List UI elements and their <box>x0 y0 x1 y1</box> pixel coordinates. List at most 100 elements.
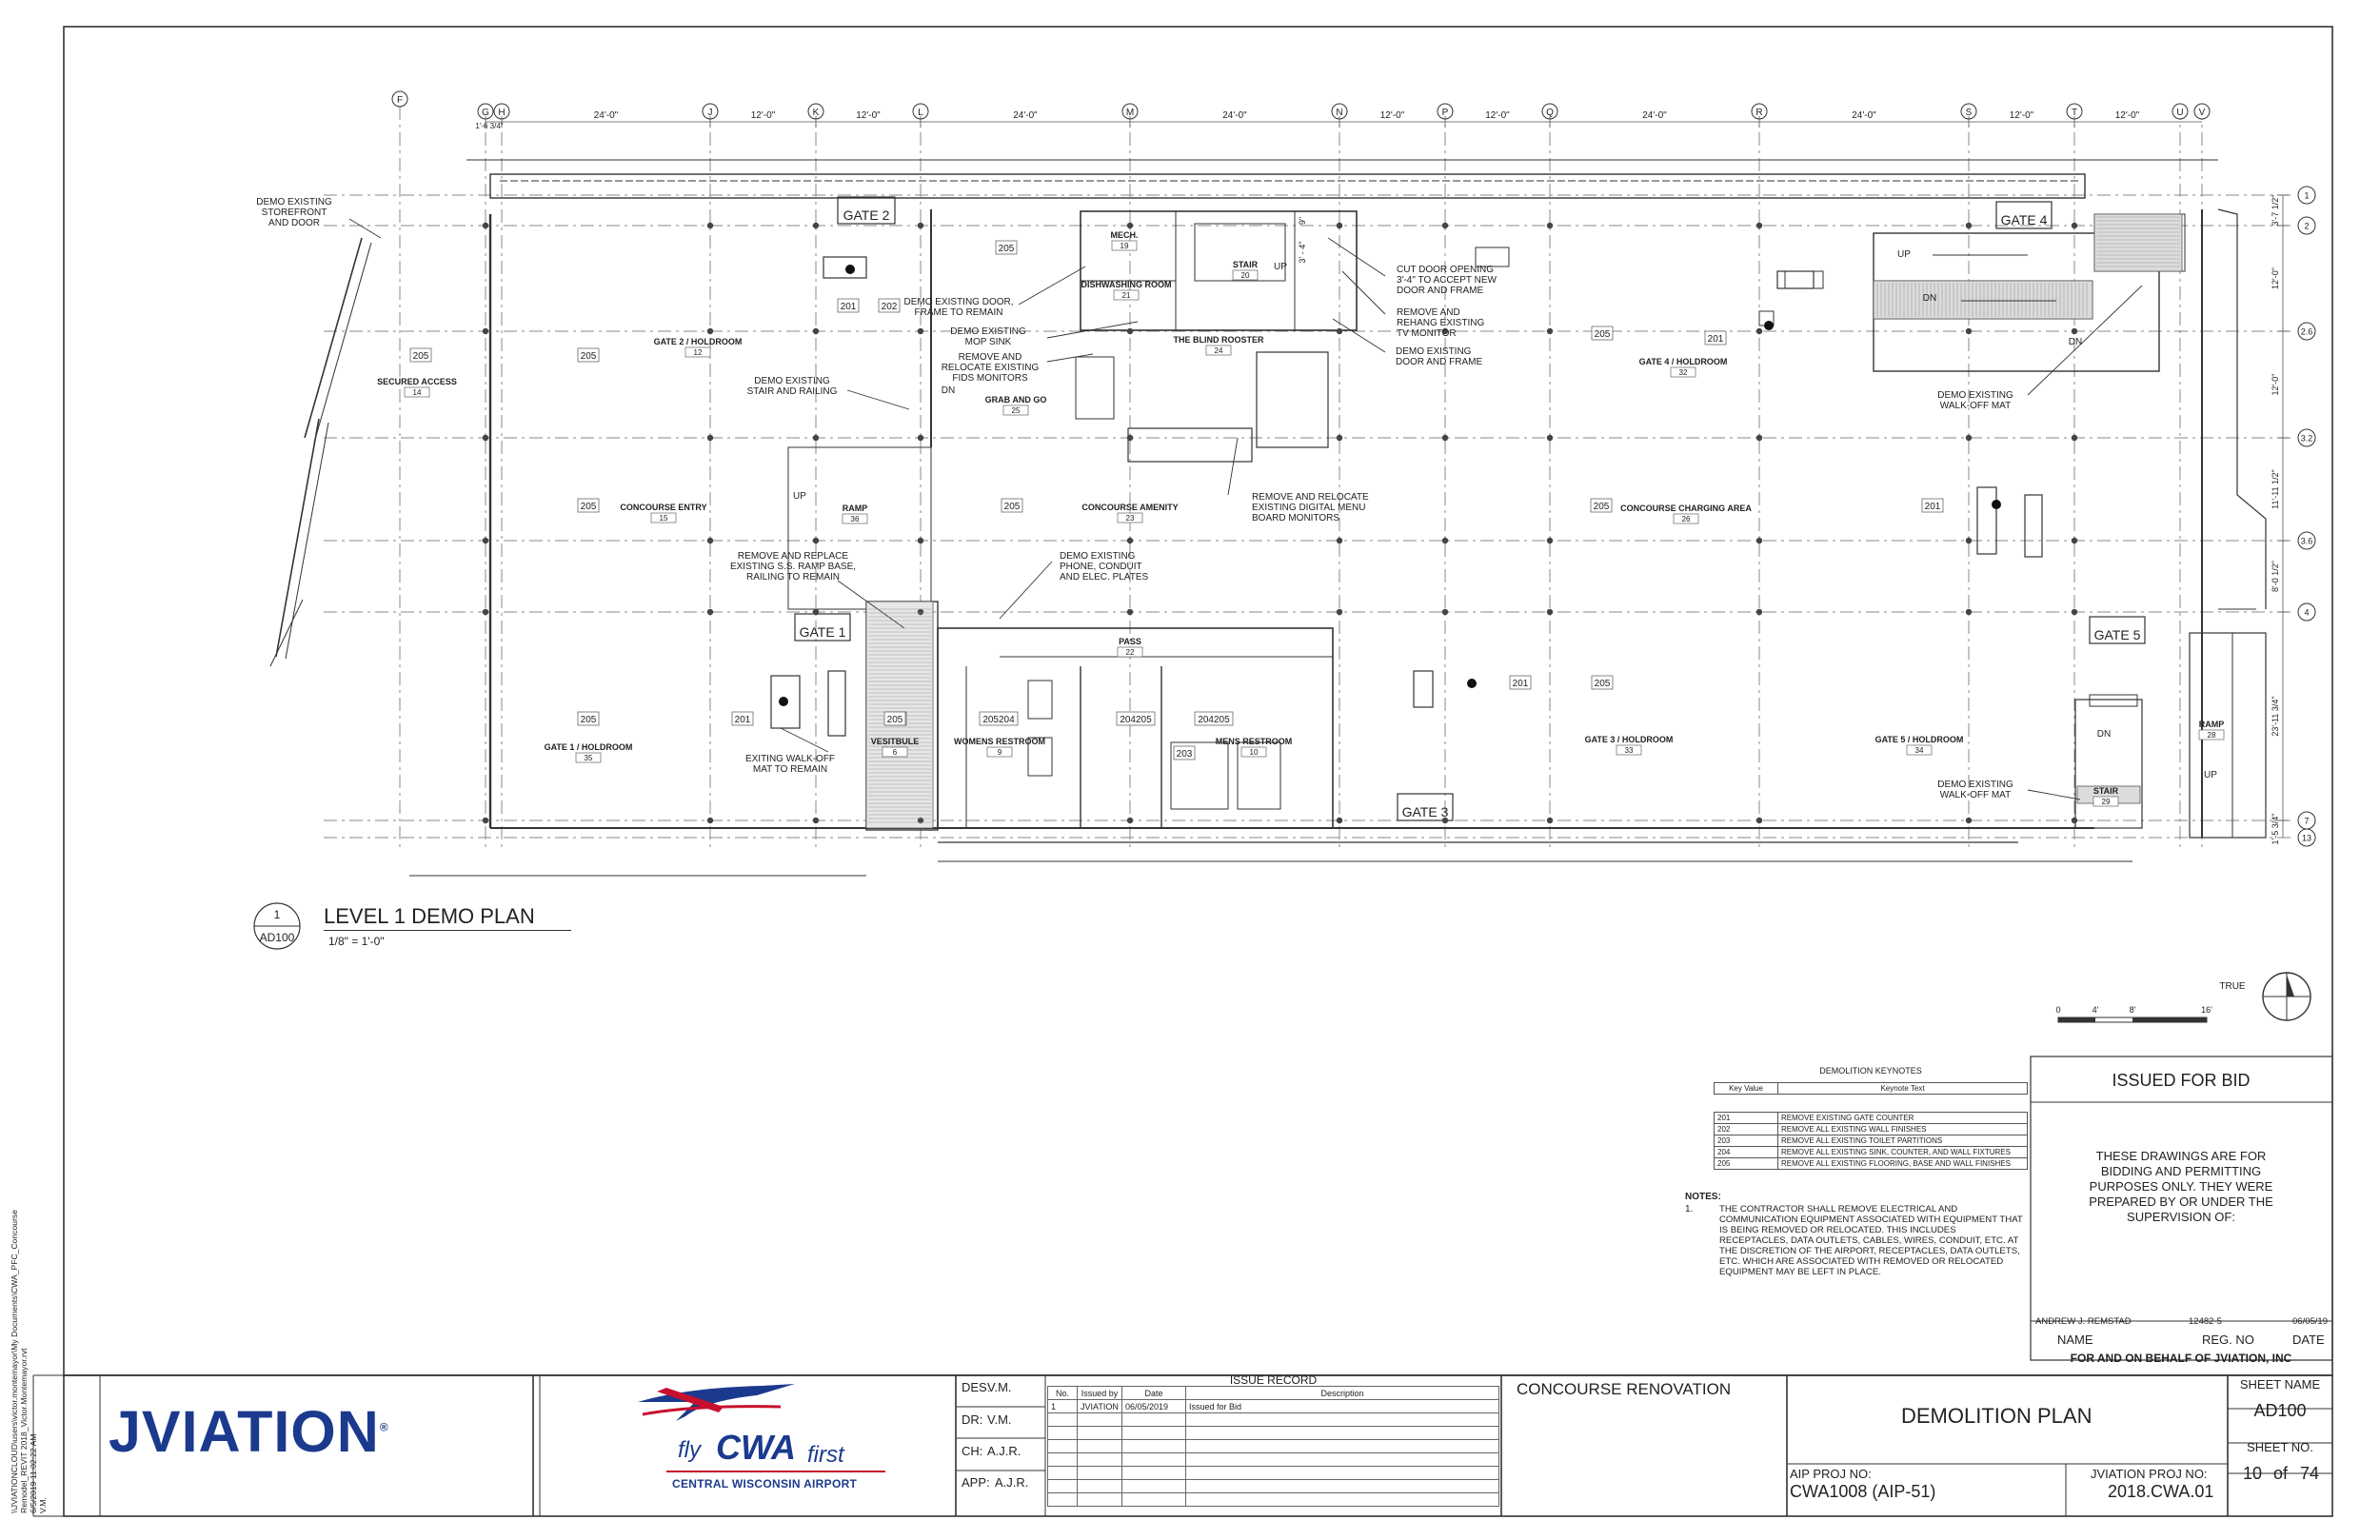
issue-empty-cell <box>1121 1466 1186 1480</box>
keynote-text: REMOVE ALL EXISTING FLOORING, BASE AND W… <box>1777 1157 2028 1170</box>
issue-header-no: No. <box>1047 1386 1078 1400</box>
room-number: 36 <box>851 515 860 523</box>
issue-empty-cell <box>1047 1439 1078 1453</box>
grid-col-label: J <box>708 108 713 118</box>
grid-col-label: P <box>1442 108 1449 118</box>
scale-bar-tick: 4' <box>2092 1005 2099 1015</box>
annotation-text: DEMO EXISTING <box>1396 346 1472 357</box>
view-number: 1 <box>273 908 281 921</box>
structural-column <box>1965 434 1973 442</box>
aip-label: AIP PROJ NO: <box>1790 1467 1872 1481</box>
issue-record-title: ISSUE RECORD <box>1229 1373 1318 1387</box>
structural-column <box>1441 222 1449 229</box>
structural-column <box>2071 817 2078 824</box>
demo-target-marker <box>1467 679 1477 688</box>
view-title: LEVEL 1 DEMO PLAN <box>324 904 535 928</box>
grid-col-label: L <box>918 108 923 118</box>
annotation-text: EXISTING DIGITAL MENU <box>1252 503 1365 513</box>
scale-bar-tick: 0 <box>2055 1005 2060 1015</box>
sheet-name-label: SHEET NAME <box>2239 1377 2321 1392</box>
structural-column <box>1546 608 1554 616</box>
room-name: SECURED ACCESS <box>377 377 457 386</box>
structural-column <box>2071 327 2078 335</box>
annotation-text: REHANG EXISTING <box>1397 318 1484 328</box>
signoff-label: DES: <box>962 1380 991 1394</box>
flow-direction-label: UP <box>793 491 806 502</box>
structural-column <box>812 817 820 824</box>
issue-empty-cell <box>1047 1492 1078 1507</box>
grid-row-dimension: 3'-7 1/2" <box>2271 195 2280 227</box>
keynote-tag-box <box>577 498 600 513</box>
issue-empty-cell <box>1121 1479 1186 1493</box>
grid-row-dimension: 12'-0" <box>2271 267 2280 289</box>
grid-row-label: 3.2 <box>2301 434 2313 444</box>
issue-empty-cell <box>1047 1426 1078 1440</box>
room-name: GATE 4 / HOLDROOM <box>1639 357 1728 366</box>
room-number-box <box>1117 646 1143 658</box>
room-name: THE BLIND ROOSTER <box>1173 335 1264 345</box>
keynote-tag-box <box>1173 745 1196 760</box>
issue-empty-cell <box>1077 1479 1122 1493</box>
issue-empty-cell <box>1121 1439 1186 1453</box>
flow-direction-label: UP <box>2204 770 2217 780</box>
grid-row-label: 1 <box>2304 191 2309 201</box>
grid-col-dimension: 24'-0" <box>1642 110 1667 121</box>
room-number: 12 <box>694 348 703 357</box>
structural-column <box>482 608 489 616</box>
grid-col-label: Q <box>1546 108 1554 118</box>
structural-column <box>1755 537 1763 544</box>
structural-column <box>1126 537 1134 544</box>
annotation-text: BOARD MONITORS <box>1252 513 1339 523</box>
file-path-line-2: Remodel_REVIT 2018_Victor.Montemayor.rvt <box>19 1348 29 1513</box>
grid-col-dimension: 24'-0" <box>1013 110 1038 121</box>
grid-row-label: 2.6 <box>2301 327 2313 337</box>
issue-no: 1 <box>1047 1399 1078 1413</box>
structural-column <box>1755 817 1763 824</box>
room-number: 9 <box>998 748 1002 757</box>
file-path-line-4: V.M. <box>38 1497 48 1513</box>
annotation-text: REMOVE AND <box>959 352 1022 363</box>
keynote-tag: 204205 <box>1198 715 1230 725</box>
flow-direction-label: DN <box>2097 729 2111 740</box>
annotation-text: REMOVE AND <box>1397 307 1460 318</box>
annotation-text: DEMO EXISTING <box>754 376 830 386</box>
keynote-tag-box <box>883 711 906 726</box>
room-number-box <box>2198 729 2225 740</box>
structural-column <box>1126 608 1134 616</box>
demo-target-marker <box>1992 500 2001 509</box>
keynote-key: 201 <box>1714 1112 1778 1124</box>
issue-empty-cell <box>1077 1412 1122 1427</box>
signoff-value: A.J.R. <box>995 1475 1029 1490</box>
grid-row-label: 4 <box>2304 608 2309 618</box>
room-number: 24 <box>1215 346 1223 355</box>
room-number-box <box>1205 345 1232 356</box>
signoff-value: V.M. <box>987 1412 1012 1427</box>
grid-row-dimension: 11'-11 1/2" <box>2271 469 2280 509</box>
annotation-text: PHONE, CONDUIT <box>1060 562 1142 572</box>
issue-empty-cell <box>1121 1452 1186 1467</box>
structural-column <box>1126 434 1134 442</box>
grid-col-dimension: 12'-0" <box>751 110 776 121</box>
grid-col-dimension: 1'-6 3/4" <box>475 122 503 130</box>
room-name: GRAB AND GO <box>985 395 1047 405</box>
room-name: VESITBULE <box>871 737 920 746</box>
structural-column <box>1126 222 1134 229</box>
keynote-tag: 205 <box>1594 502 1610 512</box>
structural-column <box>706 434 714 442</box>
dimension-note: 9" <box>1298 217 1307 225</box>
annotation-text: 3'-4" TO ACCEPT NEW <box>1397 275 1497 286</box>
signoff-label: APP: <box>962 1475 990 1490</box>
on-behalf-of: FOR AND ON BEHALF OF JVIATION, INC <box>2070 1352 2292 1365</box>
structural-column <box>1441 327 1449 335</box>
view-title-underline <box>324 930 571 931</box>
keynote-tag: 205 <box>1004 502 1021 512</box>
grid-bubble-row <box>2297 322 2316 341</box>
keynote-tag: 201 <box>1513 679 1529 689</box>
room-number: 35 <box>585 754 593 762</box>
structural-column <box>2071 537 2078 544</box>
keynote-tag: 205 <box>581 502 597 512</box>
room-number-box <box>1111 240 1138 251</box>
keynote-tag-box <box>577 347 600 363</box>
grid-col-dimension: 12'-0" <box>856 110 881 121</box>
room-number: 20 <box>1241 271 1250 280</box>
